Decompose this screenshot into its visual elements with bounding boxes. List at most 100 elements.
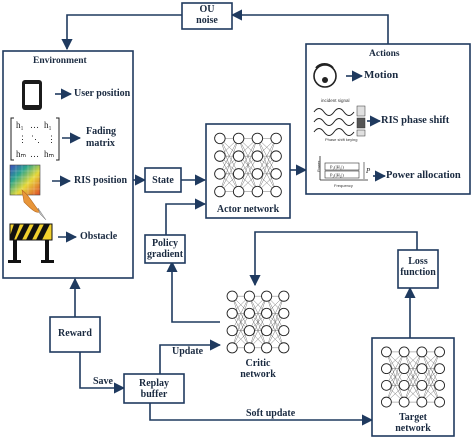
- edge-policy-gradient-to-actor: [165, 198, 207, 235]
- edge-critic-to-policy-gradient: [166, 260, 220, 323]
- replay-line2: buffer: [140, 389, 168, 400]
- obstacle-label: Obstacle: [80, 231, 118, 242]
- network-node: [251, 168, 264, 180]
- matrix-dots-h2: …: [30, 149, 39, 159]
- ou-noise-line1: OU: [199, 4, 215, 15]
- network-node: [232, 132, 245, 145]
- network-node: [270, 132, 282, 145]
- environment-title: Environment: [33, 56, 87, 66]
- matrix-h1n: h₁: [44, 120, 52, 130]
- network-edge: [257, 138, 277, 174]
- power-allocation-icon: P₁(|H₁|) P₂(|H₂|) P Power Frequency: [316, 156, 371, 188]
- policy-line1: Policy: [151, 238, 179, 249]
- network-edge: [266, 296, 285, 348]
- soft-update-edge-label: Soft update: [246, 408, 296, 419]
- save-edge-label: Save: [93, 376, 113, 387]
- loss-line1: Loss: [408, 256, 428, 267]
- phone-icon: [22, 80, 42, 110]
- network-node: [243, 307, 255, 319]
- edge-ou-noise-to-environment: [61, 14, 182, 51]
- network-edge: [386, 351, 405, 386]
- ris-position-label: RIS position: [74, 175, 128, 186]
- network-node: [278, 342, 290, 354]
- network-edge: [238, 138, 258, 174]
- network-edge: [403, 351, 423, 403]
- ris-phase-shift-icon: incident signal Phase shift keying: [313, 98, 366, 142]
- network-node: [261, 290, 273, 302]
- network-node: [232, 150, 245, 162]
- network-node: [226, 307, 238, 319]
- network-edge: [386, 351, 405, 403]
- fading-line2: matrix: [86, 138, 115, 149]
- power-allocation-label: Power allocation: [386, 170, 461, 181]
- target-network-icon: [380, 346, 445, 408]
- critic-network-label: Critic network: [228, 358, 288, 380]
- network-edge: [219, 156, 239, 192]
- network-node: [251, 150, 264, 162]
- network-node: [416, 363, 428, 375]
- network-node: [278, 307, 290, 319]
- network-node: [416, 346, 428, 358]
- network-edge: [403, 351, 423, 386]
- network-edge: [238, 138, 258, 192]
- fading-matrix-label: Fading matrix: [86, 126, 116, 150]
- network-node: [380, 379, 392, 391]
- network-edge: [266, 296, 285, 331]
- matrix-dots-d: ⋱: [31, 134, 40, 144]
- critic-network-icon: [226, 290, 290, 354]
- network-node: [380, 396, 392, 408]
- network-node: [226, 290, 238, 302]
- network-node: [214, 132, 226, 145]
- reward-box: [49, 316, 101, 353]
- network-node: [214, 168, 226, 180]
- reward-label: Reward: [58, 328, 92, 339]
- loss-line2: function: [400, 267, 436, 278]
- network-node: [261, 307, 273, 319]
- network-edge: [403, 368, 423, 403]
- network-node: [251, 185, 264, 198]
- obstacle-icon: [8, 223, 54, 263]
- network-node: [251, 132, 264, 145]
- actions-title: Actions: [369, 49, 400, 59]
- network-edge: [421, 368, 440, 403]
- critic-line1: Critic: [245, 358, 271, 369]
- policy-line2: gradient: [146, 249, 184, 260]
- edge-loss-to-critic: [249, 231, 418, 287]
- network-edge: [231, 296, 250, 331]
- ou-noise-label: OU noise: [182, 4, 232, 26]
- fading-line1: Fading: [86, 126, 117, 137]
- policy-gradient-label: Policy gradient: [145, 238, 185, 260]
- network-node: [434, 396, 445, 408]
- loss-function-box: [397, 249, 439, 289]
- network-node: [261, 325, 273, 337]
- matrix-dots-v: ⋮: [18, 134, 27, 144]
- network-node: [214, 185, 226, 198]
- target-line2: network: [395, 423, 431, 434]
- network-node: [380, 346, 392, 358]
- power-row1: P₁(|H₁|): [330, 165, 344, 170]
- network-node: [398, 396, 410, 408]
- network-node: [243, 342, 255, 354]
- loss-function-label: Loss function: [398, 256, 438, 278]
- target-line1: Target: [399, 412, 427, 423]
- network-edge: [249, 296, 267, 331]
- matrix-dots-v2: ⋮: [47, 134, 56, 144]
- network-node: [243, 290, 255, 302]
- network-node: [398, 379, 410, 391]
- replay-line1: Replay: [139, 378, 169, 389]
- ris-phase-shift-label: RIS phase shift: [381, 115, 450, 126]
- network-edge: [266, 313, 285, 348]
- update-edge-label: Update: [172, 346, 204, 357]
- network-edge: [421, 351, 440, 386]
- network-node: [270, 185, 282, 198]
- network-edge: [257, 156, 277, 192]
- ou-noise-line2: noise: [196, 15, 218, 26]
- edge-actions-to-ou-noise: [230, 9, 389, 44]
- network-edge: [231, 296, 250, 348]
- network-edge: [219, 138, 239, 192]
- network-node: [261, 342, 273, 354]
- state-box: [144, 167, 182, 193]
- network-node: [278, 290, 290, 302]
- network-node: [278, 325, 290, 337]
